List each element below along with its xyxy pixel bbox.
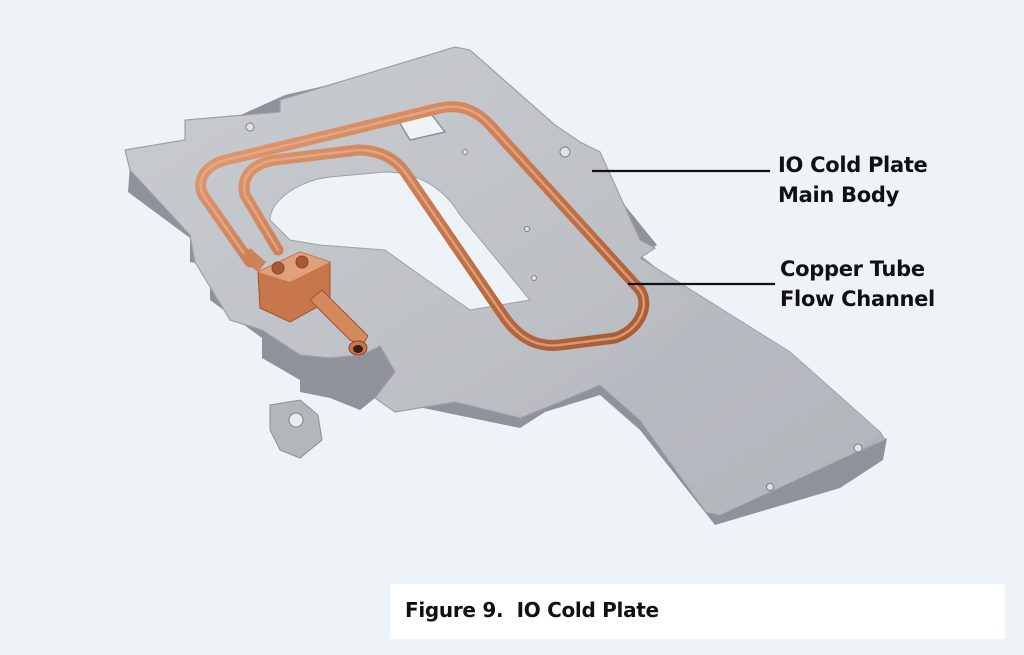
callout-label-main-body-line2: Main Body (778, 183, 899, 207)
callout-label-copper-tube-line2: Flow Channel (780, 287, 935, 311)
copper-fitting (240, 248, 369, 356)
callout-label-copper-tube-line1: Copper Tube (780, 257, 925, 281)
callout-label-copper-tube: Copper Tube Flow Channel (780, 254, 935, 314)
caption-background (390, 584, 1005, 639)
callout-label-main-body-line1: IO Cold Plate (778, 153, 928, 177)
figure-caption: Figure 9. IO Cold Plate (405, 598, 659, 622)
screw-holes (245, 122, 863, 491)
mounting-tab (269, 399, 323, 459)
tab-hole (288, 412, 304, 428)
callout-label-main-body: IO Cold Plate Main Body (778, 150, 928, 210)
plate-arm (600, 258, 880, 515)
